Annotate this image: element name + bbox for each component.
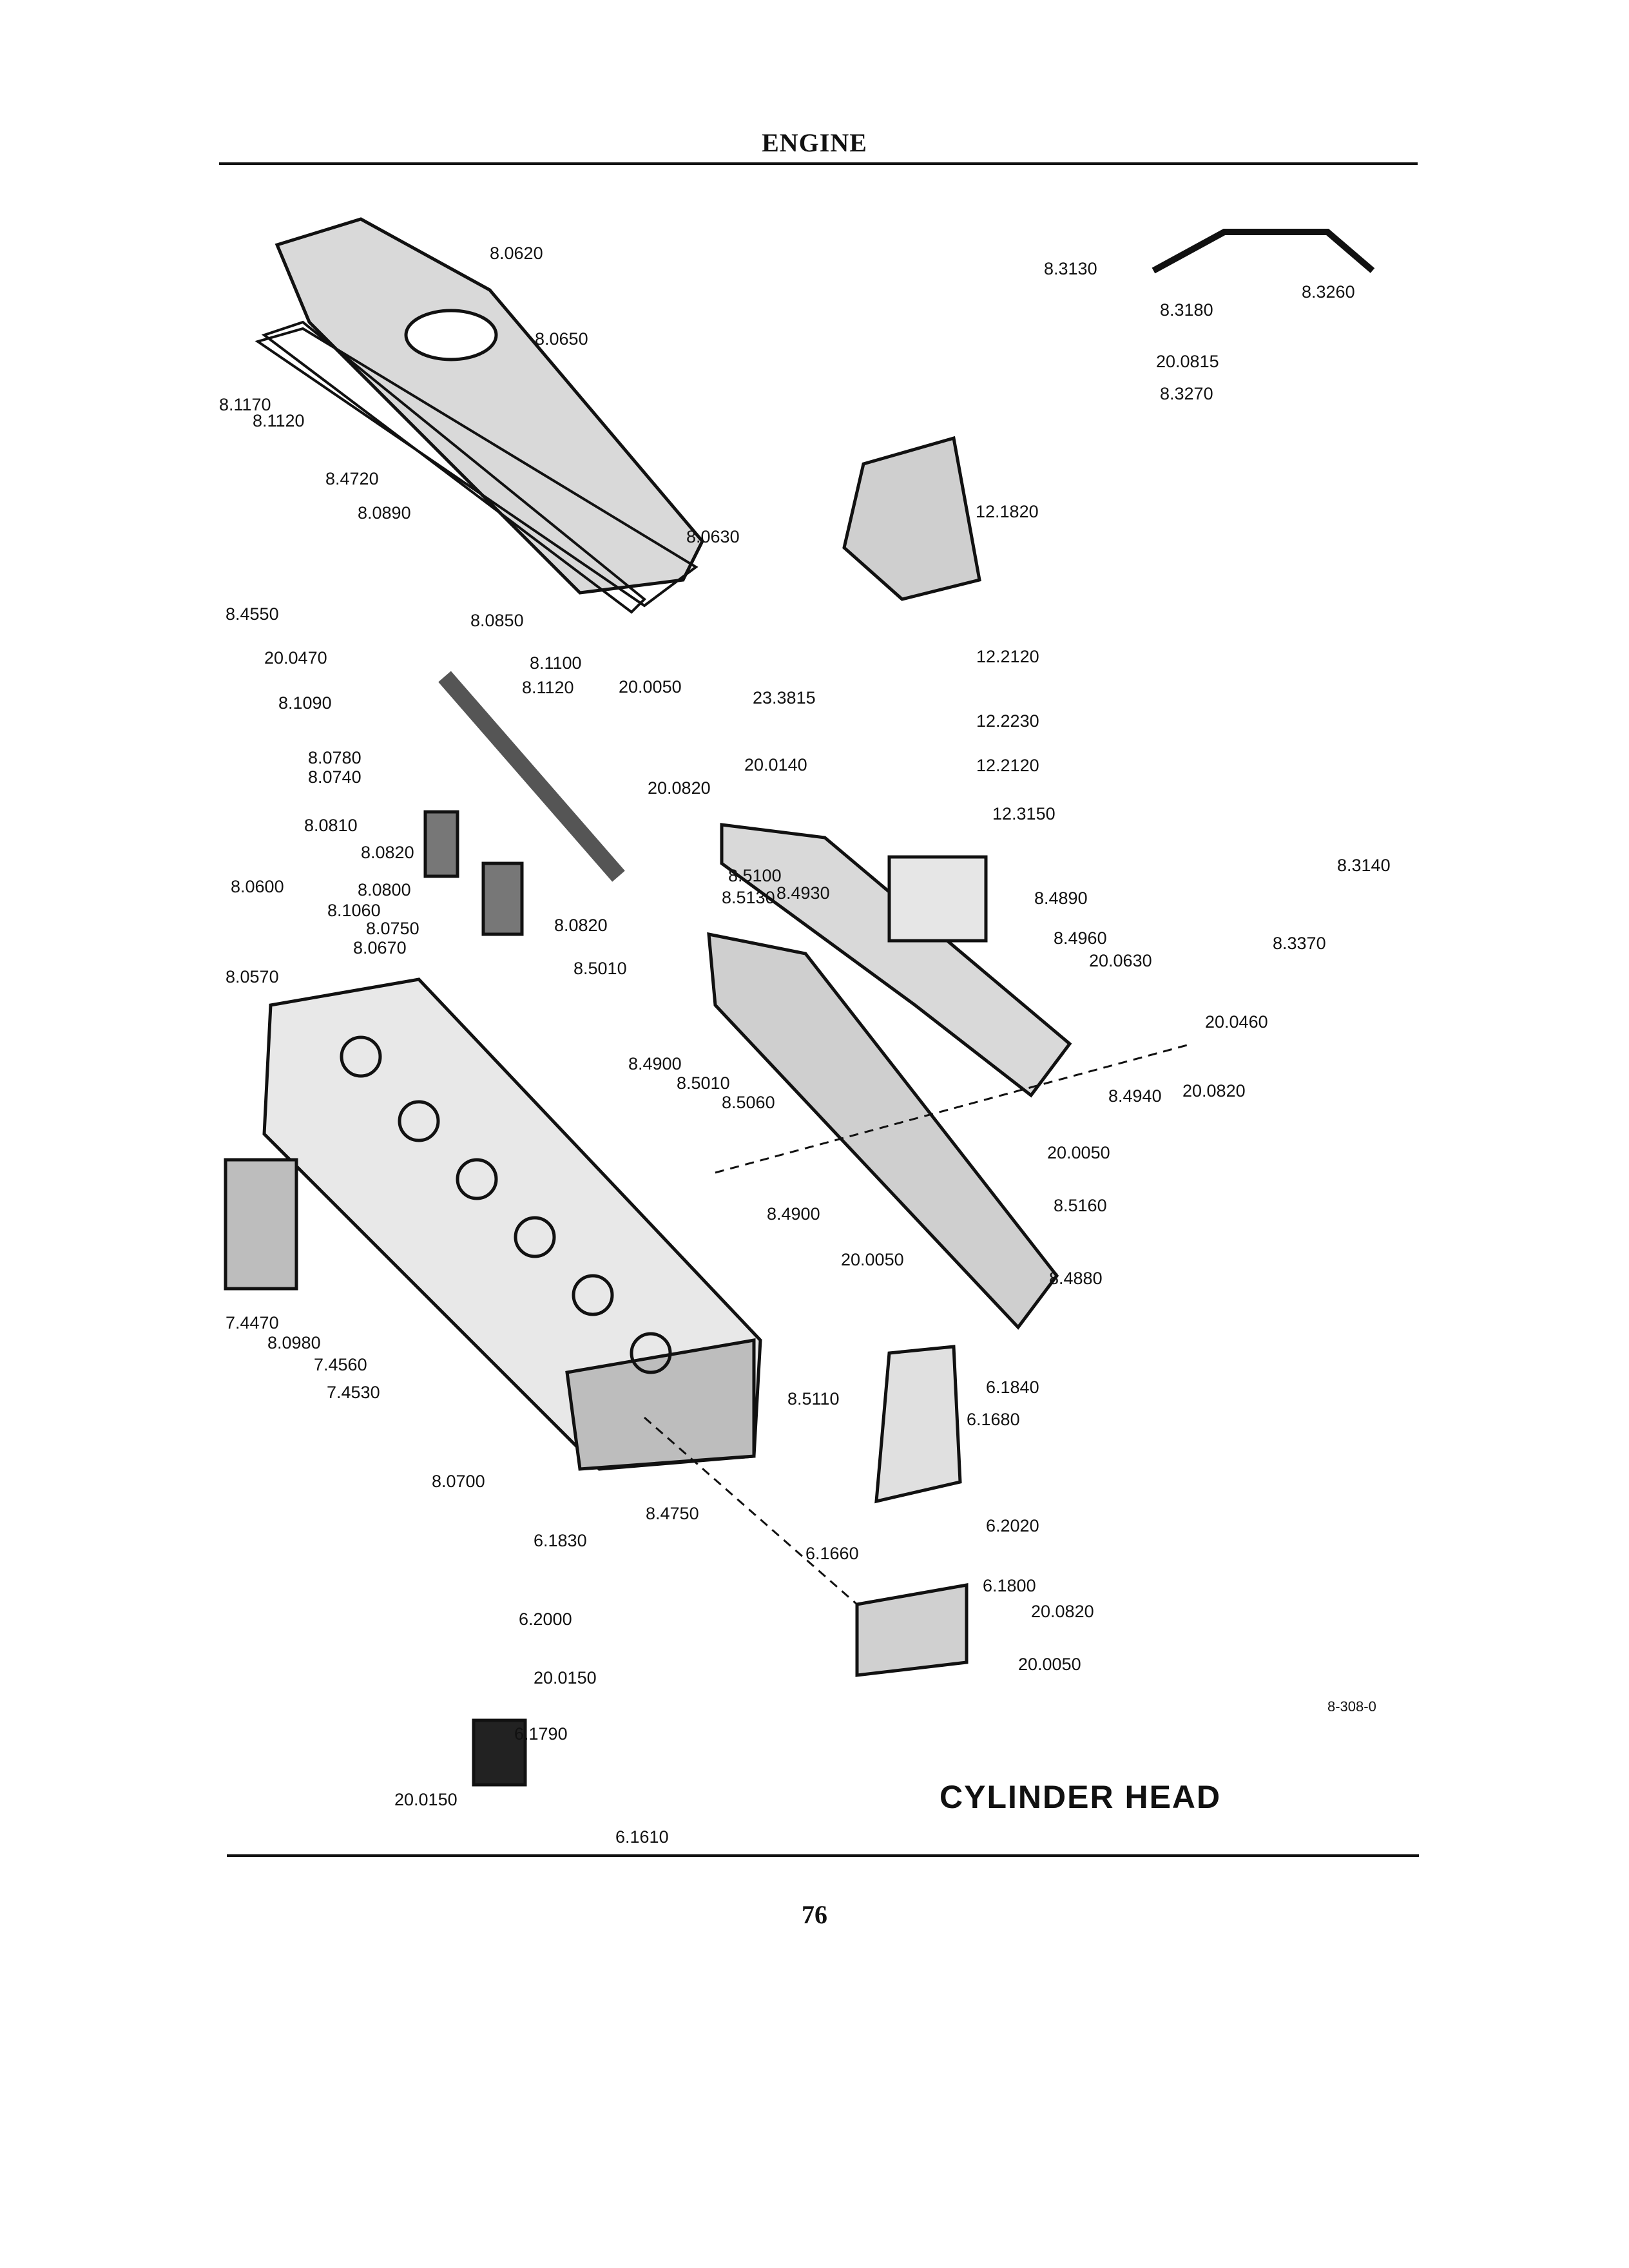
callout-label: 8.0890 <box>358 503 411 523</box>
callout-label: 8.1170 <box>219 395 271 414</box>
section-header: ENGINE <box>762 128 867 157</box>
callout-label: 8.0800 <box>358 880 411 899</box>
callout-label: 8.5110 <box>787 1389 840 1408</box>
callout-label: 6.1840 <box>986 1378 1039 1397</box>
callout-label: 8.5130 <box>722 888 775 907</box>
cylinder-head <box>262 977 762 1471</box>
callout-label: 8.0570 <box>226 967 279 986</box>
callout-label: 8.0850 <box>470 611 524 630</box>
callout-label: 8.4900 <box>767 1204 820 1224</box>
callout-label: 8.5100 <box>728 866 782 885</box>
callout-label: 8.0750 <box>366 919 419 938</box>
callout-label: 20.0460 <box>1205 1012 1268 1032</box>
oil-pipe <box>1152 229 1375 274</box>
callout-label: 8.0740 <box>308 767 361 787</box>
callout-label: 8.3260 <box>1302 282 1355 302</box>
callout-label: 7.4530 <box>327 1383 380 1402</box>
top-rule <box>219 162 1418 165</box>
callout-label: 8.0980 <box>267 1333 321 1352</box>
callout-label: 8.4900 <box>628 1054 682 1073</box>
callout-label: 8.4720 <box>325 469 379 488</box>
callout-label: 20.0140 <box>744 755 807 774</box>
callout-label: 20.0150 <box>534 1668 597 1687</box>
callout-label: 20.0820 <box>648 778 711 798</box>
callout-label: 8.1120 <box>522 678 574 697</box>
callout-label: 20.0150 <box>394 1790 458 1809</box>
callout-label: 7.4560 <box>314 1355 367 1374</box>
callout-label: 8.0650 <box>535 329 588 349</box>
callout-label: 8.0670 <box>353 938 407 957</box>
callout-label: 8.0810 <box>304 816 358 835</box>
callout-label: 8.4750 <box>646 1504 699 1523</box>
callout-label: 20.0820 <box>1182 1081 1246 1100</box>
bottom-rule <box>227 1854 1419 1857</box>
figure-reference: 8-308-0 <box>1327 1698 1376 1715</box>
callout-label: 8.5010 <box>574 959 627 978</box>
callout-label: 8.3180 <box>1160 300 1213 320</box>
thermostat-housing <box>855 1583 969 1677</box>
carburetor <box>842 436 981 601</box>
callout-label: 20.0050 <box>841 1250 904 1269</box>
callout-label: 12.2120 <box>976 756 1039 775</box>
callout-label: 6.1830 <box>534 1531 587 1550</box>
callout-label: 6.2020 <box>986 1516 1039 1535</box>
callout-label: 6.1660 <box>805 1544 859 1563</box>
callout-label: 6.1610 <box>615 1827 669 1847</box>
callout-label: 6.1790 <box>514 1724 568 1744</box>
callout-label: 20.0050 <box>1018 1655 1081 1674</box>
callout-label: 6.2000 <box>519 1610 572 1629</box>
callout-label: 23.3815 <box>753 688 816 707</box>
callout-label: 8.5060 <box>722 1093 775 1112</box>
callout-label: 8.4960 <box>1054 928 1107 948</box>
water-hose <box>472 1718 527 1787</box>
rocker-gasket <box>255 327 699 608</box>
callout-label: 8.3140 <box>1337 856 1391 875</box>
callout-label: 20.0820 <box>1031 1602 1094 1621</box>
callout-label: 8.0600 <box>231 877 284 896</box>
callout-label: 12.2230 <box>976 711 1039 731</box>
callout-label: 20.0815 <box>1156 352 1219 371</box>
callout-label: 20.0630 <box>1089 951 1152 970</box>
callout-label: 8.3270 <box>1160 384 1213 403</box>
callout-label: 8.0820 <box>554 916 608 935</box>
callout-label: 8.3130 <box>1044 259 1097 278</box>
callout-label: 8.1120 <box>253 411 305 430</box>
callout-label: 8.1100 <box>530 653 582 673</box>
callout-label: 20.0050 <box>619 677 682 697</box>
callout-label: 8.0700 <box>432 1472 485 1491</box>
intake-exhaust-manifold <box>707 823 1072 1330</box>
callout-label: 8.0780 <box>308 748 361 767</box>
callout-label: 20.0050 <box>1047 1143 1110 1162</box>
callout-label: 8.4550 <box>226 604 279 624</box>
diagram-title: CYLINDER HEAD <box>940 1779 1222 1815</box>
callout-label: 12.3150 <box>992 804 1055 823</box>
callout-label: 8.0620 <box>490 244 543 263</box>
callout-label: 8.4940 <box>1108 1086 1162 1106</box>
callout-label: 6.1680 <box>967 1410 1020 1429</box>
callout-label: 8.0630 <box>686 527 740 546</box>
callout-label: 8.0820 <box>361 843 414 862</box>
callout-label: 8.4880 <box>1049 1269 1103 1288</box>
callout-label: 6.1800 <box>983 1576 1036 1595</box>
callout-label: 8.1060 <box>327 901 381 920</box>
valve-springs <box>423 810 524 936</box>
callout-label: 8.3370 <box>1273 934 1326 953</box>
oil-filter <box>224 1158 298 1291</box>
rocker-cover <box>261 217 704 614</box>
callout-label: 7.4470 <box>226 1313 279 1332</box>
callout-label: 8.1090 <box>278 693 332 713</box>
callout-label: 8.5010 <box>677 1073 730 1093</box>
water-outlet <box>874 1345 962 1504</box>
callout-label: 8.5160 <box>1054 1196 1107 1215</box>
rocker-shaft <box>438 671 625 882</box>
callout-label: 12.2120 <box>976 647 1039 666</box>
callout-label: 8.4930 <box>776 883 830 903</box>
callout-label: 20.0470 <box>264 648 327 668</box>
page-number: 76 <box>802 1900 827 1929</box>
callout-label: 12.1820 <box>976 502 1039 521</box>
callout-label: 8.4890 <box>1034 889 1088 908</box>
